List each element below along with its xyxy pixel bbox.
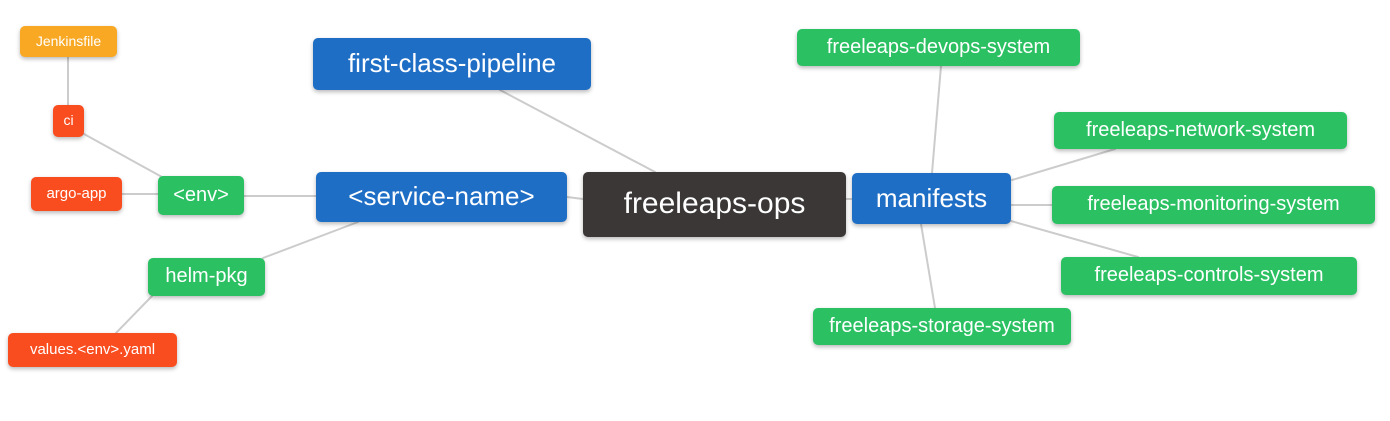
node-label: freeleaps-devops-system (826, 35, 1051, 58)
node-label: argo-app (46, 184, 107, 202)
node-label: freeleaps-storage-system (829, 314, 1055, 337)
edge-service-name-to-freeleaps-ops (566, 196, 584, 200)
node-monitoring-system[interactable]: freeleaps-monitoring-system (1052, 186, 1375, 224)
node-label: freeleaps-monitoring-system (1087, 193, 1340, 215)
node-values-env-yaml[interactable]: values.<env>.yaml (8, 333, 177, 367)
edge-manifests-to-devops-system (931, 65, 942, 174)
node-label: manifests (875, 182, 988, 213)
node-ci[interactable]: ci (53, 105, 84, 137)
edge-service-name-to-helm-pkg (262, 221, 359, 259)
node-label: Jenkinsfile (35, 32, 102, 49)
node-label: freeleaps-controls-system (1094, 264, 1324, 286)
edge-ci-to-env (83, 133, 163, 178)
node-service-name[interactable]: <service-name> (316, 172, 567, 222)
node-label: <env> (173, 183, 229, 206)
node-controls-system[interactable]: freeleaps-controls-system (1061, 257, 1357, 295)
node-label: ci (63, 112, 74, 128)
node-label: freeleaps-network-system (1086, 118, 1315, 141)
node-jenkinsfile[interactable]: Jenkinsfile (20, 26, 117, 57)
node-label: <service-name> (348, 181, 535, 211)
node-freeleaps-ops[interactable]: freeleaps-ops (583, 172, 846, 237)
edge-manifests-to-network-system (1011, 148, 1116, 181)
node-label: first-class-pipeline (347, 48, 557, 78)
edge-manifests-to-storage-system (920, 223, 936, 309)
node-label: values.<env>.yaml (29, 340, 156, 358)
node-devops-system[interactable]: freeleaps-devops-system (797, 29, 1080, 66)
node-storage-system[interactable]: freeleaps-storage-system (813, 308, 1071, 345)
edge-manifests-to-controls-system (1010, 220, 1139, 258)
node-manifests[interactable]: manifests (852, 173, 1011, 224)
node-env[interactable]: <env> (158, 176, 244, 215)
node-argo-app[interactable]: argo-app (31, 177, 122, 211)
edge-helm-pkg-to-values-env-yaml (115, 295, 153, 334)
node-label: freeleaps-ops (623, 186, 806, 220)
node-first-class-pipeline[interactable]: first-class-pipeline (313, 38, 591, 90)
edge-first-class-pipeline-to-freeleaps-ops (499, 89, 656, 173)
node-helm-pkg[interactable]: helm-pkg (148, 258, 265, 296)
node-label: helm-pkg (165, 265, 248, 287)
node-network-system[interactable]: freeleaps-network-system (1054, 112, 1347, 149)
